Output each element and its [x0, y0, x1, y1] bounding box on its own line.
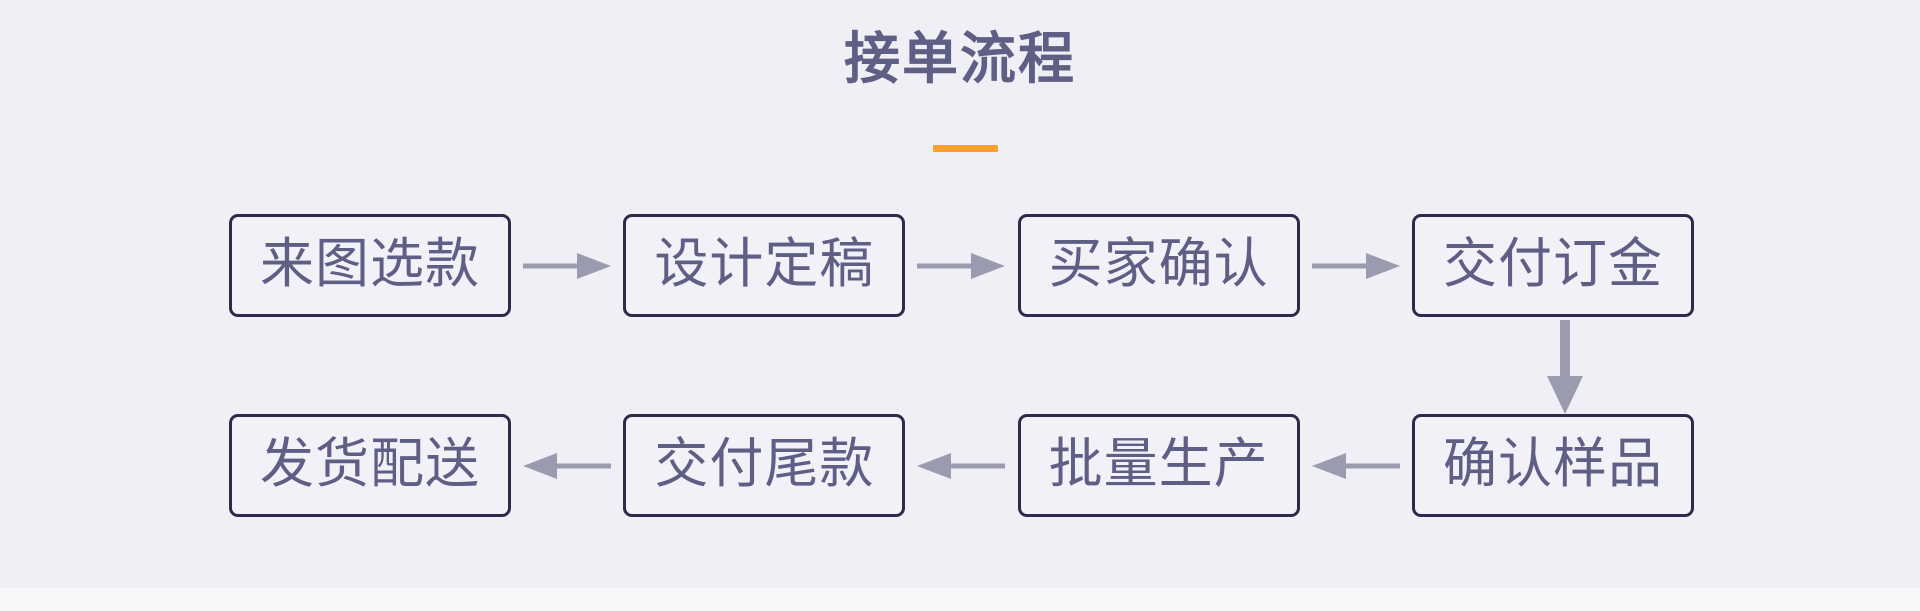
flow-node-label: 交付尾款	[654, 433, 875, 494]
flow-node-label: 发货配送	[260, 433, 480, 494]
flow-node-label: 来图选款	[260, 233, 480, 294]
flow-node-step-3[interactable]: 买家确认	[1017, 214, 1300, 317]
flow-node-step-7[interactable]: 交付尾款	[623, 414, 906, 517]
page-title-text: 接单流程	[844, 29, 1076, 91]
flow-node-step-5[interactable]: 确认样品	[1411, 414, 1694, 517]
flow-node-step-1[interactable]: 来图选款	[229, 214, 511, 317]
flow-node-label: 设计定稿	[654, 233, 875, 294]
arrow-left-icon	[905, 414, 1017, 517]
flow-row-bottom: 发货配送 交付尾款 批量生产 确认样品	[229, 414, 1694, 517]
arrow-left-icon	[511, 414, 623, 517]
flow-node-step-4[interactable]: 交付订金	[1411, 214, 1694, 317]
flow-node-label: 确认样品	[1442, 433, 1663, 494]
flow-node-step-8[interactable]: 发货配送	[229, 414, 511, 517]
arrow-left-icon	[1300, 414, 1412, 517]
flow-node-step-6[interactable]: 批量生产	[1017, 414, 1300, 517]
flow-node-label: 买家确认	[1048, 233, 1269, 294]
arrow-right-icon	[905, 214, 1017, 317]
page-title: 接单流程	[0, 28, 1920, 92]
flow-node-label: 批量生产	[1048, 433, 1269, 494]
flow-row-top: 来图选款 设计定稿 买家确认 交付订金	[229, 214, 1694, 317]
flow-node-label: 交付订金	[1442, 233, 1663, 294]
arrow-down-icon	[1541, 318, 1589, 416]
arrow-right-icon	[1300, 214, 1412, 317]
flow-node-step-2[interactable]: 设计定稿	[623, 214, 906, 317]
title-accent-rule	[933, 145, 998, 152]
arrow-right-icon	[511, 214, 623, 317]
